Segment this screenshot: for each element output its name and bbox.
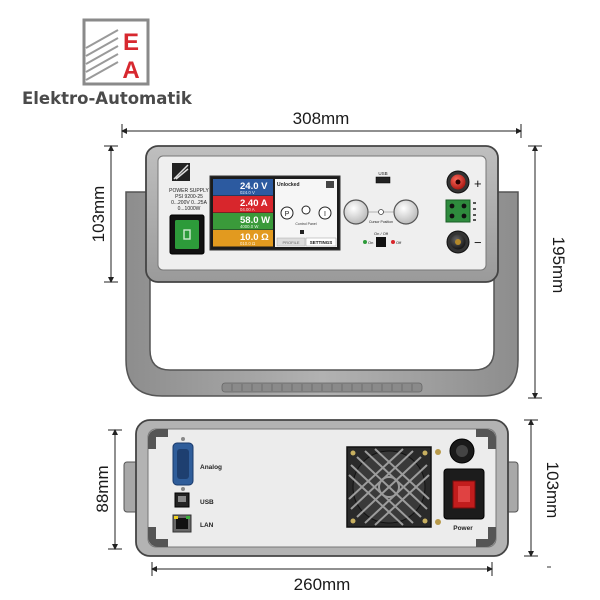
knob-label: Cursor Position (369, 220, 393, 224)
rear-height-label: 88mm (93, 465, 112, 512)
rear-screw (435, 519, 441, 525)
front-usb-label: USB (378, 171, 387, 176)
voltage-value: 24.0 V (240, 181, 268, 192)
settings-label: SETTINGS (310, 240, 333, 245)
rear-width-label: 260mm (294, 575, 351, 594)
power-set-value: 4000.0 W (240, 224, 259, 229)
plus-sign: + (474, 176, 482, 191)
sense-pin-markers (473, 202, 476, 221)
dimension-width-front: 308mm (121, 109, 522, 138)
profile-button[interactable] (276, 237, 306, 247)
dimension-height-front: 103mm (89, 145, 118, 283)
power-switch[interactable] (169, 214, 205, 255)
p-symbol: P (285, 211, 290, 218)
front-width-label: 308mm (293, 109, 350, 128)
on-off-label: On / Off (374, 231, 389, 236)
rear-corner-feet (148, 429, 496, 547)
resistance-set-value: 010.0 Ω (240, 241, 256, 246)
power-value: 58.0 W (240, 215, 270, 226)
front-panel: POWER SUPPLY PSI 9200-25 0...200V 0...25… (145, 145, 499, 283)
i-mode-icon[interactable] (318, 206, 332, 220)
off-indicator-led (391, 240, 395, 244)
nav-dot-icon (300, 230, 304, 234)
voltage-set-value: 024.0 V (240, 190, 255, 195)
lock-status-text: Unlocked (277, 182, 300, 188)
dimension-height-rear: 88mm (93, 429, 122, 550)
i-symbol: I (324, 211, 326, 218)
handle-grip-ridges (231, 384, 413, 391)
minus-sign: − (474, 235, 482, 250)
settings-button[interactable] (305, 237, 337, 247)
analog-port[interactable] (172, 437, 194, 491)
lan-label: LAN (200, 522, 214, 529)
cursor-position-icon (378, 209, 384, 215)
on-label: On (368, 240, 373, 245)
rear-panel: Analog USB LAN (123, 419, 519, 557)
control-indicator-icon (301, 205, 311, 215)
model-line-4: 0...1000W (178, 206, 201, 212)
resistance-row[interactable] (213, 230, 273, 247)
lan-port[interactable] (172, 514, 192, 533)
lock-icon[interactable] (326, 181, 334, 188)
voltage-row[interactable] (213, 179, 273, 196)
front-usb-port[interactable] (375, 176, 391, 184)
right-rotary-knob[interactable] (393, 199, 419, 225)
analog-label: Analog (200, 464, 222, 471)
front-height-label: 103mm (89, 186, 108, 243)
carry-handle (125, 191, 519, 397)
company-name: Elektro-Automatik (22, 89, 193, 108)
dimension-depth-rear: 103mm (524, 419, 562, 557)
off-label: Off (396, 240, 402, 245)
on-indicator-led (363, 240, 367, 244)
current-row[interactable] (213, 196, 273, 213)
model-line-1: POWER SUPPLY (169, 188, 209, 194)
logo-letter-e: E (123, 29, 139, 56)
dimension-width-rear: 260mm (151, 562, 493, 594)
current-value: 2.40 A (240, 198, 268, 209)
front-brand-mark (172, 163, 190, 181)
rear-screw (435, 449, 441, 455)
p-mode-icon[interactable] (280, 206, 294, 220)
rear-depth-label: 103mm (543, 462, 562, 519)
total-height-label: 195mm (549, 237, 568, 294)
dimension-total-height: 195mm (528, 145, 568, 399)
power-label: Power (453, 525, 473, 532)
output-on-off-button[interactable] (376, 237, 386, 247)
resistance-value: 10.0 Ω (240, 232, 269, 243)
model-line-2: PSI 9200-25 (175, 194, 203, 200)
power-row[interactable] (213, 213, 273, 230)
logo-letter-a: A (122, 57, 139, 84)
left-rotary-knob[interactable] (343, 199, 369, 225)
model-line-3: 0...200V 0...25A (171, 200, 208, 206)
touch-display[interactable]: 24.0 V 024.0 V 2.40 A 04.00 A 58.0 W 400… (209, 175, 341, 251)
rear-usb-label: USB (200, 499, 214, 506)
control-panel-label: Control Panel (295, 222, 316, 226)
company-logo: E A Elektro-Automatik (22, 18, 193, 108)
current-set-value: 04.00 A (240, 207, 255, 212)
cooling-fan (346, 446, 432, 528)
power-inlet[interactable] (443, 468, 485, 520)
logo-stripes (85, 29, 119, 81)
profile-label: PROFILE (282, 240, 299, 245)
sense-terminal-block[interactable] (445, 199, 471, 223)
